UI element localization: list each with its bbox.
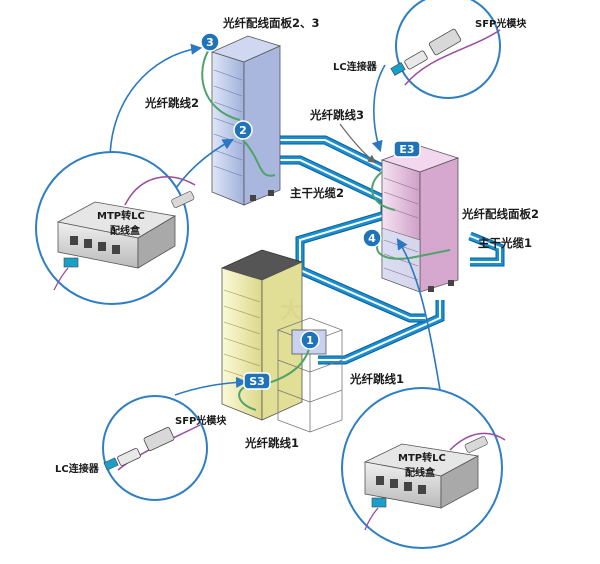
- trunk-cable-2: [275, 135, 425, 323]
- badge-3: 3: [200, 32, 220, 52]
- rack-panel-2-e3: [380, 145, 460, 293]
- label-patch-cord-1-right: 光纤跳线1: [349, 372, 404, 386]
- svg-text:3: 3: [206, 36, 214, 49]
- label-mtp-lc-right-line2: 配线盒: [405, 466, 436, 479]
- patch3-arrow: [339, 123, 377, 163]
- rack-panel-2-3: [210, 35, 282, 206]
- svg-text:4: 4: [368, 232, 376, 245]
- badge-s3: S3: [243, 372, 271, 390]
- svg-text:1: 1: [306, 334, 314, 347]
- trunk-cable-1: [318, 231, 505, 365]
- label-panel-2: 光纤配线面板2: [461, 207, 539, 221]
- label-mtp-lc-left-line1: MTP转LC: [97, 209, 145, 222]
- label-panel-2-3: 光纤配线面板2、3: [222, 16, 320, 30]
- label-trunk-cable-1: 主干光缆1: [478, 236, 532, 250]
- label-lc-connector-top: LC连接器: [333, 60, 378, 73]
- zoom-circle-mtp-left: [35, 151, 196, 305]
- label-trunk-cable-2: 主干光缆2: [290, 186, 344, 200]
- zoom-circle-sfp-lc-bottom: [102, 395, 208, 501]
- label-mtp-lc-right-line1: MTP转LC: [398, 451, 446, 464]
- label-mtp-lc-left-line2: 配线盒: [110, 224, 141, 237]
- label-sfp-module-bottom: SFP光模块: [175, 414, 227, 427]
- label-sfp-module-top: SFP光模块: [475, 17, 527, 30]
- svg-text:S3: S3: [249, 375, 265, 388]
- badge-4: 4: [362, 228, 382, 248]
- svg-text:E3: E3: [399, 143, 414, 156]
- badge-2: 2: [233, 120, 253, 140]
- svg-text:2: 2: [239, 124, 247, 137]
- zoom-circle-mtp-right: [341, 387, 506, 549]
- watermark: 大: [280, 299, 302, 324]
- label-patch-cord-2: 光纤跳线2: [144, 96, 199, 110]
- label-lc-connector-bottom: LC连接器: [55, 462, 100, 475]
- badge-1: 1: [300, 330, 320, 350]
- zoom-circle-sfp-lc-top: [390, 0, 501, 99]
- label-patch-cord-3: 光纤跳线3: [309, 108, 364, 122]
- badge-e3: E3: [393, 140, 421, 158]
- label-patch-cord-1-bottom: 光纤跳线1: [244, 436, 299, 450]
